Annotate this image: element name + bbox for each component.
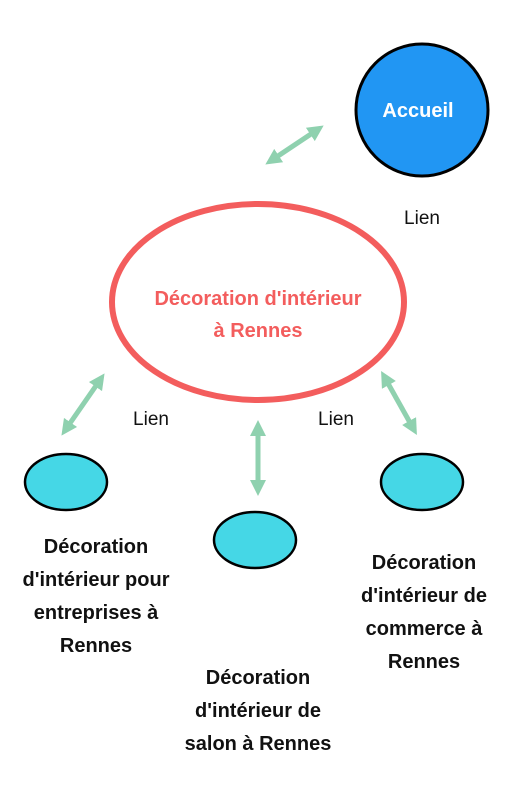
child-label-center: Décoration d'intérieur de salon à Rennes — [185, 667, 332, 755]
child-right-line-3: commerce à — [366, 618, 484, 640]
child-center-line-3: salon à Rennes — [185, 733, 332, 755]
child-left-line-2: d'intérieur pour — [23, 569, 170, 591]
child-left-line-3: entreprises à — [34, 602, 159, 624]
home-circle — [354, 42, 490, 178]
child-left-line-1: Décoration — [44, 536, 148, 558]
child-left-line-4: Rennes — [60, 635, 132, 657]
child-node-left[interactable] — [23, 452, 109, 512]
main-ellipse — [109, 201, 407, 403]
link-label-home: Lien — [404, 208, 440, 229]
arrow-main-to-home — [265, 125, 324, 165]
child-right-line-1: Décoration — [372, 552, 476, 574]
main-label-line1: Décoration d'intérieur — [154, 288, 361, 310]
child-center-line-1: Décoration — [206, 667, 310, 689]
child-label-left: Décoration d'intérieur pour entreprises … — [23, 536, 170, 657]
arrow-main-to-child-right — [381, 371, 417, 435]
child-right-line-4: Rennes — [388, 651, 460, 673]
home-label: Accueil — [382, 100, 453, 122]
main-label-line2: à Rennes — [214, 320, 303, 342]
child-right-line-2: d'intérieur de — [361, 585, 487, 607]
main-node[interactable]: Décoration d'intérieur à Rennes — [109, 201, 407, 403]
arrow-main-to-child-left — [61, 373, 105, 436]
link-label-left: Lien — [133, 409, 169, 430]
child-label-right: Décoration d'intérieur de commerce à Ren… — [361, 552, 487, 673]
home-node[interactable]: Accueil — [354, 42, 490, 178]
child-node-center[interactable] — [212, 510, 298, 570]
child-node-right[interactable] — [379, 452, 465, 512]
child-center-line-2: d'intérieur de — [195, 700, 321, 722]
link-label-right: Lien — [318, 409, 354, 430]
